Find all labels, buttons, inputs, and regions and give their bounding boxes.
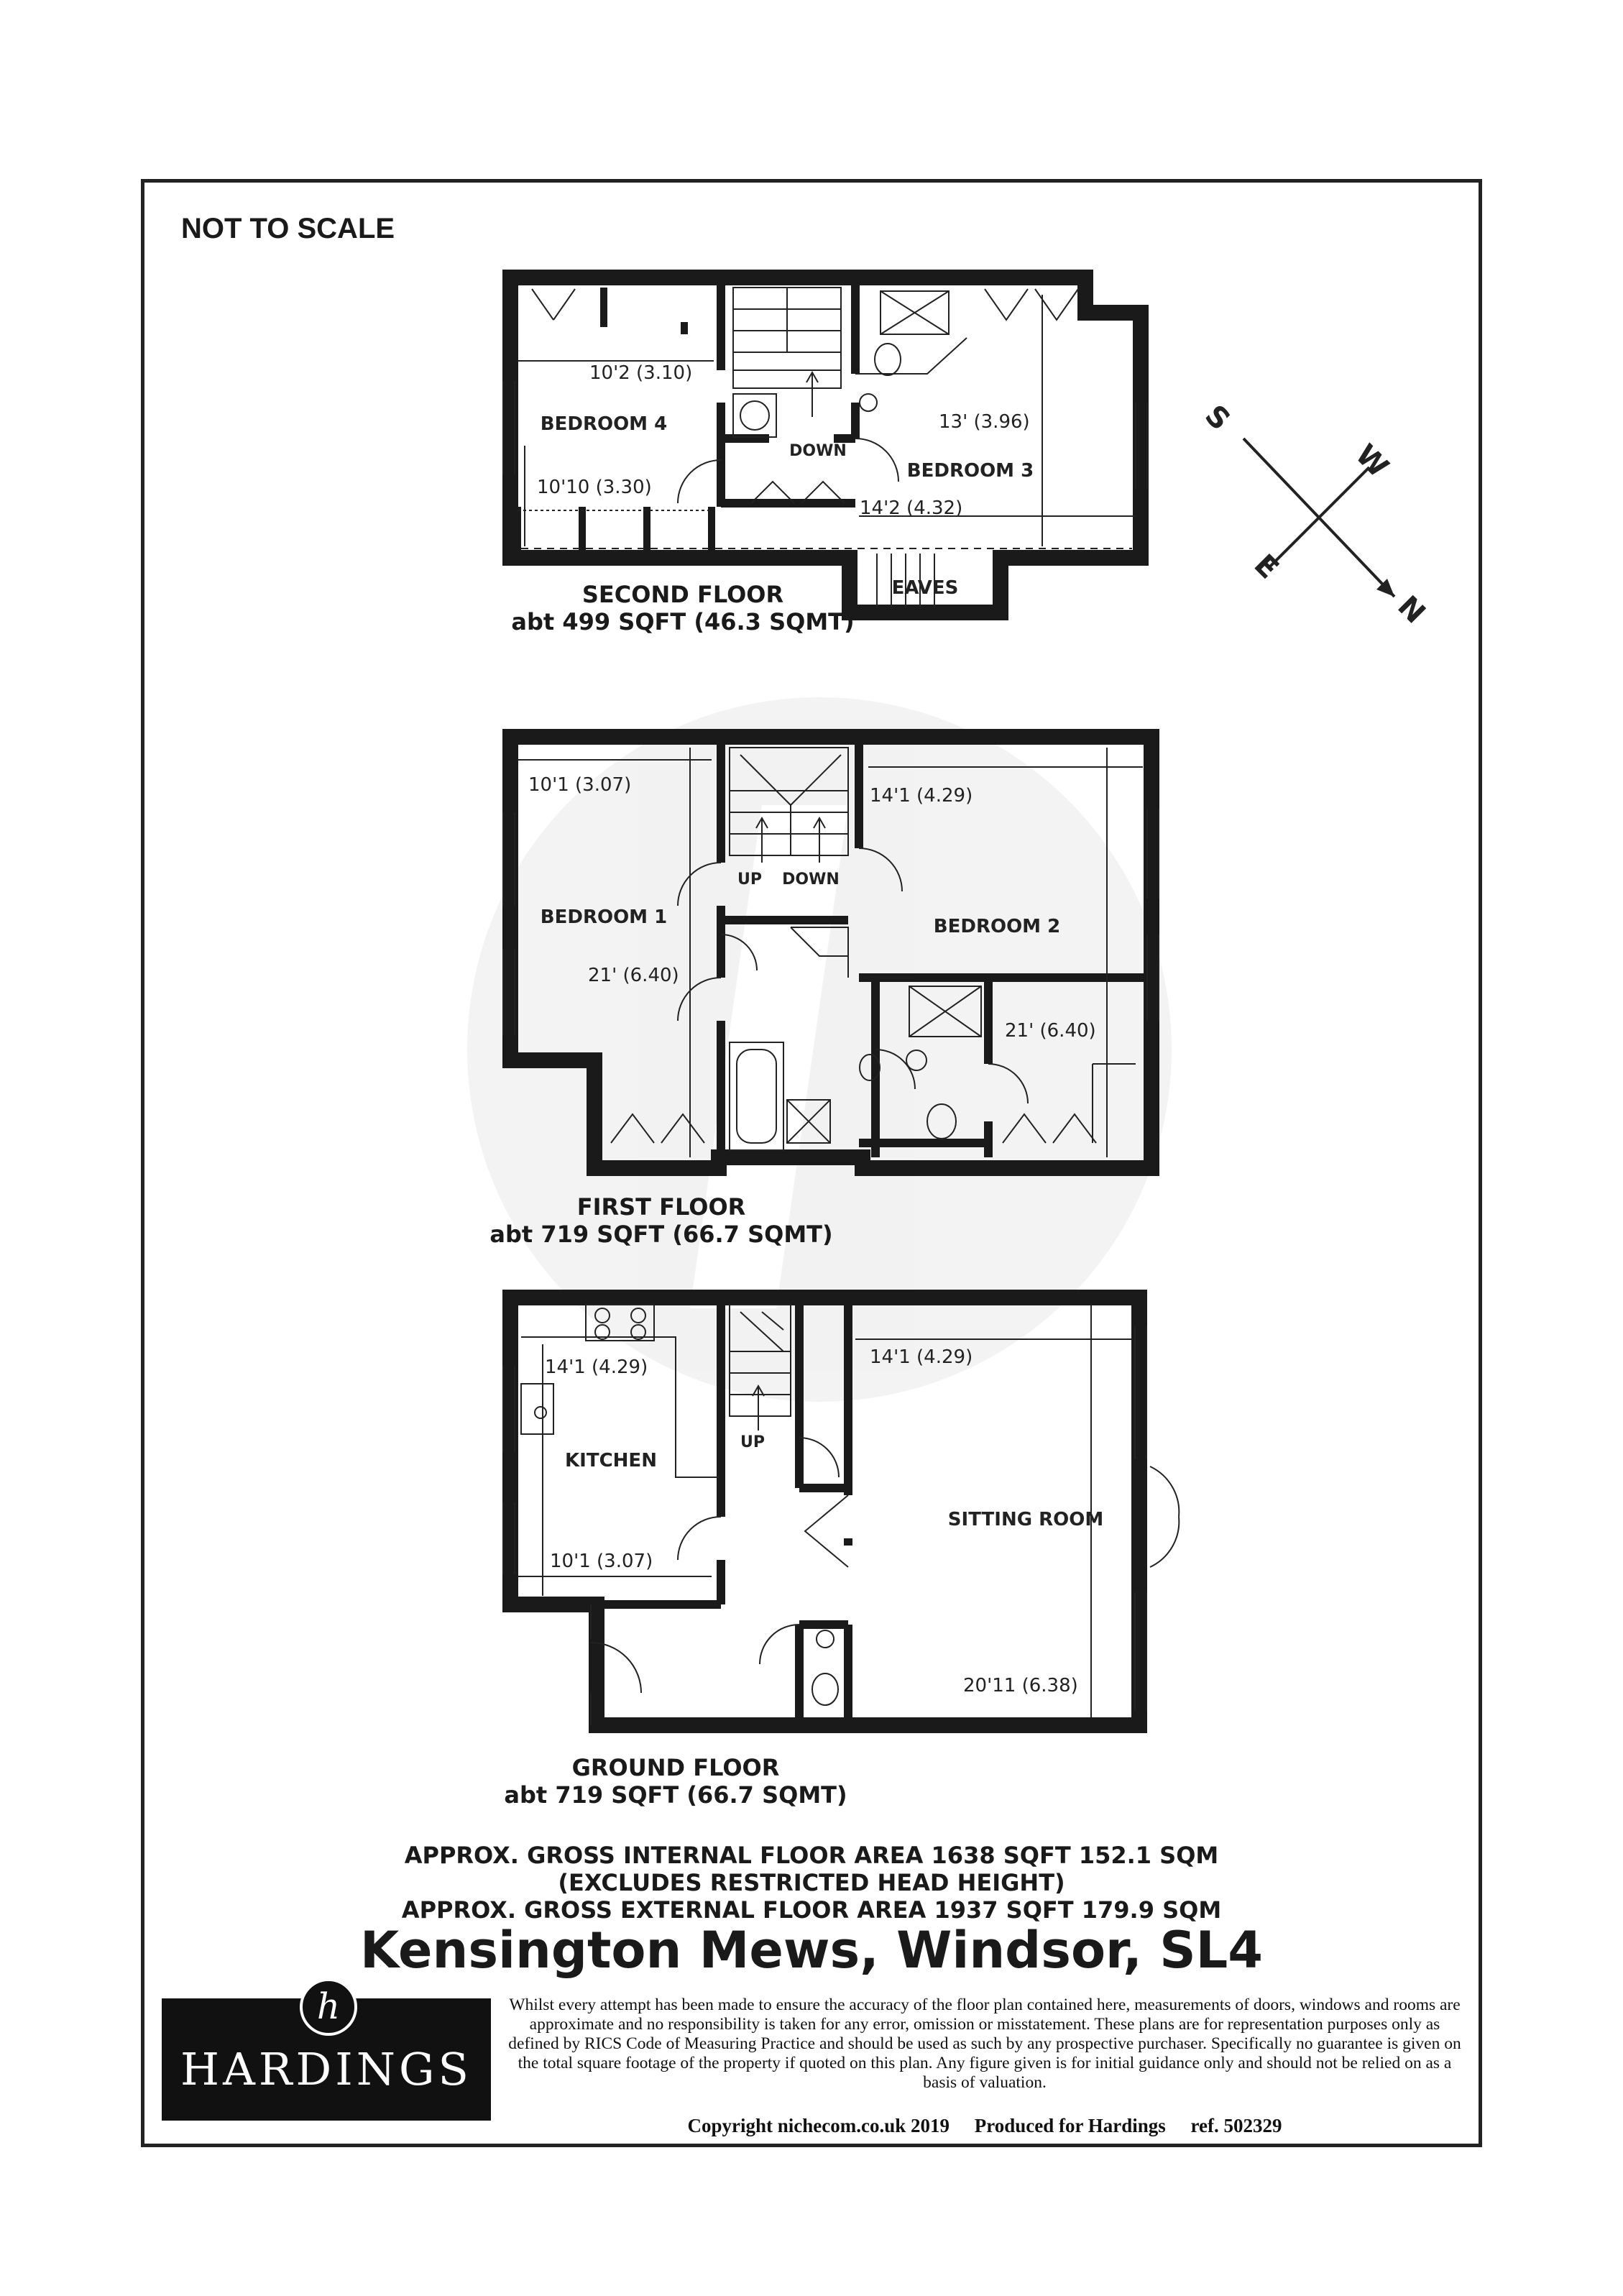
first-floor-name: FIRST FLOOR — [576, 1193, 746, 1221]
ground-floor-area: abt 719 SQFT (66.7 SQMT) — [504, 1781, 847, 1809]
stair-up-label: UP — [740, 1433, 765, 1451]
ground-floor-caption: GROUND FLOOR abt 719 SQFT (66.7 SQMT) — [431, 1754, 920, 1809]
gross-external-area: APPROX. GROSS EXTERNAL FLOOR AREA 1937 S… — [401, 1896, 1222, 1924]
compass-s: S — [1198, 399, 1236, 437]
dim-kitchen-bottom: 10'1 (3.07) — [550, 1551, 653, 1572]
ground-floor-plan: KITCHEN SITTING ROOM UP 14'1 (4.29) 10'1… — [502, 1290, 1180, 1733]
compass: S W E N — [1198, 399, 1432, 630]
room-bedroom-2: BEDROOM 2 — [934, 916, 1060, 937]
second-floor-plan: BEDROOM 4 BEDROOM 3 EAVES DOWN 10'2 (3.1… — [502, 270, 1149, 620]
compass-e: E — [1248, 548, 1285, 585]
room-kitchen: KITCHEN — [565, 1450, 657, 1471]
ground-floor-name: GROUND FLOOR — [571, 1754, 780, 1781]
dim-bedroom-3-width: 14'2 (4.32) — [860, 497, 962, 519]
logo-text: HARDINGS — [180, 2043, 472, 2095]
gross-internal-area: APPROX. GROSS INTERNAL FLOOR AREA 1638 S… — [404, 1842, 1219, 1869]
scale-note: NOT TO SCALE — [181, 213, 395, 244]
reference-text: ref. 502329 — [1190, 2115, 1282, 2136]
room-eaves: EAVES — [892, 577, 959, 599]
logo-mark-icon: h — [300, 1978, 357, 2036]
dim-bedroom-2-length: 21' (6.40) — [1005, 1020, 1096, 1042]
first-floor-caption: FIRST FLOOR abt 719 SQFT (66.7 SQMT) — [417, 1193, 906, 1248]
copyright-text: Copyright nichecom.co.uk 2019 — [687, 2115, 950, 2136]
stair-up-label: UP — [737, 871, 762, 888]
second-floor-name: SECOND FLOOR — [581, 581, 784, 608]
dim-bedroom-3-length: 13' (3.96) — [939, 411, 1030, 433]
dim-bedroom-1-length: 21' (6.40) — [588, 965, 679, 986]
produced-for-text: Produced for Hardings — [974, 2115, 1166, 2136]
room-bedroom-3: BEDROOM 3 — [907, 460, 1034, 482]
dim-sitting-width: 14'1 (4.29) — [870, 1346, 973, 1368]
disclaimer-text: Whilst every attempt has been made to en… — [508, 1996, 1461, 2092]
stair-down-label: DOWN — [789, 442, 847, 460]
first-floor-plan: BEDROOM 1 BEDROOM 2 UP DOWN 10'1 (3.07) … — [502, 729, 1159, 1176]
dim-kitchen-top: 14'1 (4.29) — [545, 1356, 648, 1378]
stair-down-label: DOWN — [782, 871, 840, 888]
compass-n: N — [1391, 589, 1431, 630]
dim-sitting-length: 20'11 (6.38) — [963, 1675, 1078, 1696]
watermark — [467, 697, 1172, 1402]
second-floor-caption: SECOND FLOOR abt 499 SQFT (46.3 SQMT) — [438, 581, 927, 635]
room-sitting-room: SITTING ROOM — [948, 1509, 1103, 1530]
second-floor-area: abt 499 SQFT (46.3 SQMT) — [511, 608, 855, 635]
property-title: Kensington Mews, Windsor, SL4 — [360, 1921, 1263, 1980]
hardings-logo: h HARDINGS — [162, 1978, 491, 2121]
room-bedroom-1: BEDROOM 1 — [541, 906, 667, 928]
dim-bedroom-2-width: 14'1 (4.29) — [870, 785, 973, 807]
dim-bedroom-1-width: 10'1 (3.07) — [528, 774, 631, 796]
room-bedroom-4: BEDROOM 4 — [541, 413, 667, 435]
compass-w: W — [1349, 438, 1395, 485]
head-height-note: (EXCLUDES RESTRICTED HEAD HEIGHT) — [558, 1869, 1065, 1896]
dim-bedroom-4-width: 10'2 (3.10) — [589, 362, 692, 384]
dim-bedroom-4-length: 10'10 (3.30) — [537, 477, 652, 498]
copyright-line: Copyright nichecom.co.uk 2019 Produced f… — [503, 2115, 1466, 2137]
first-floor-area: abt 719 SQFT (66.7 SQMT) — [489, 1221, 833, 1248]
